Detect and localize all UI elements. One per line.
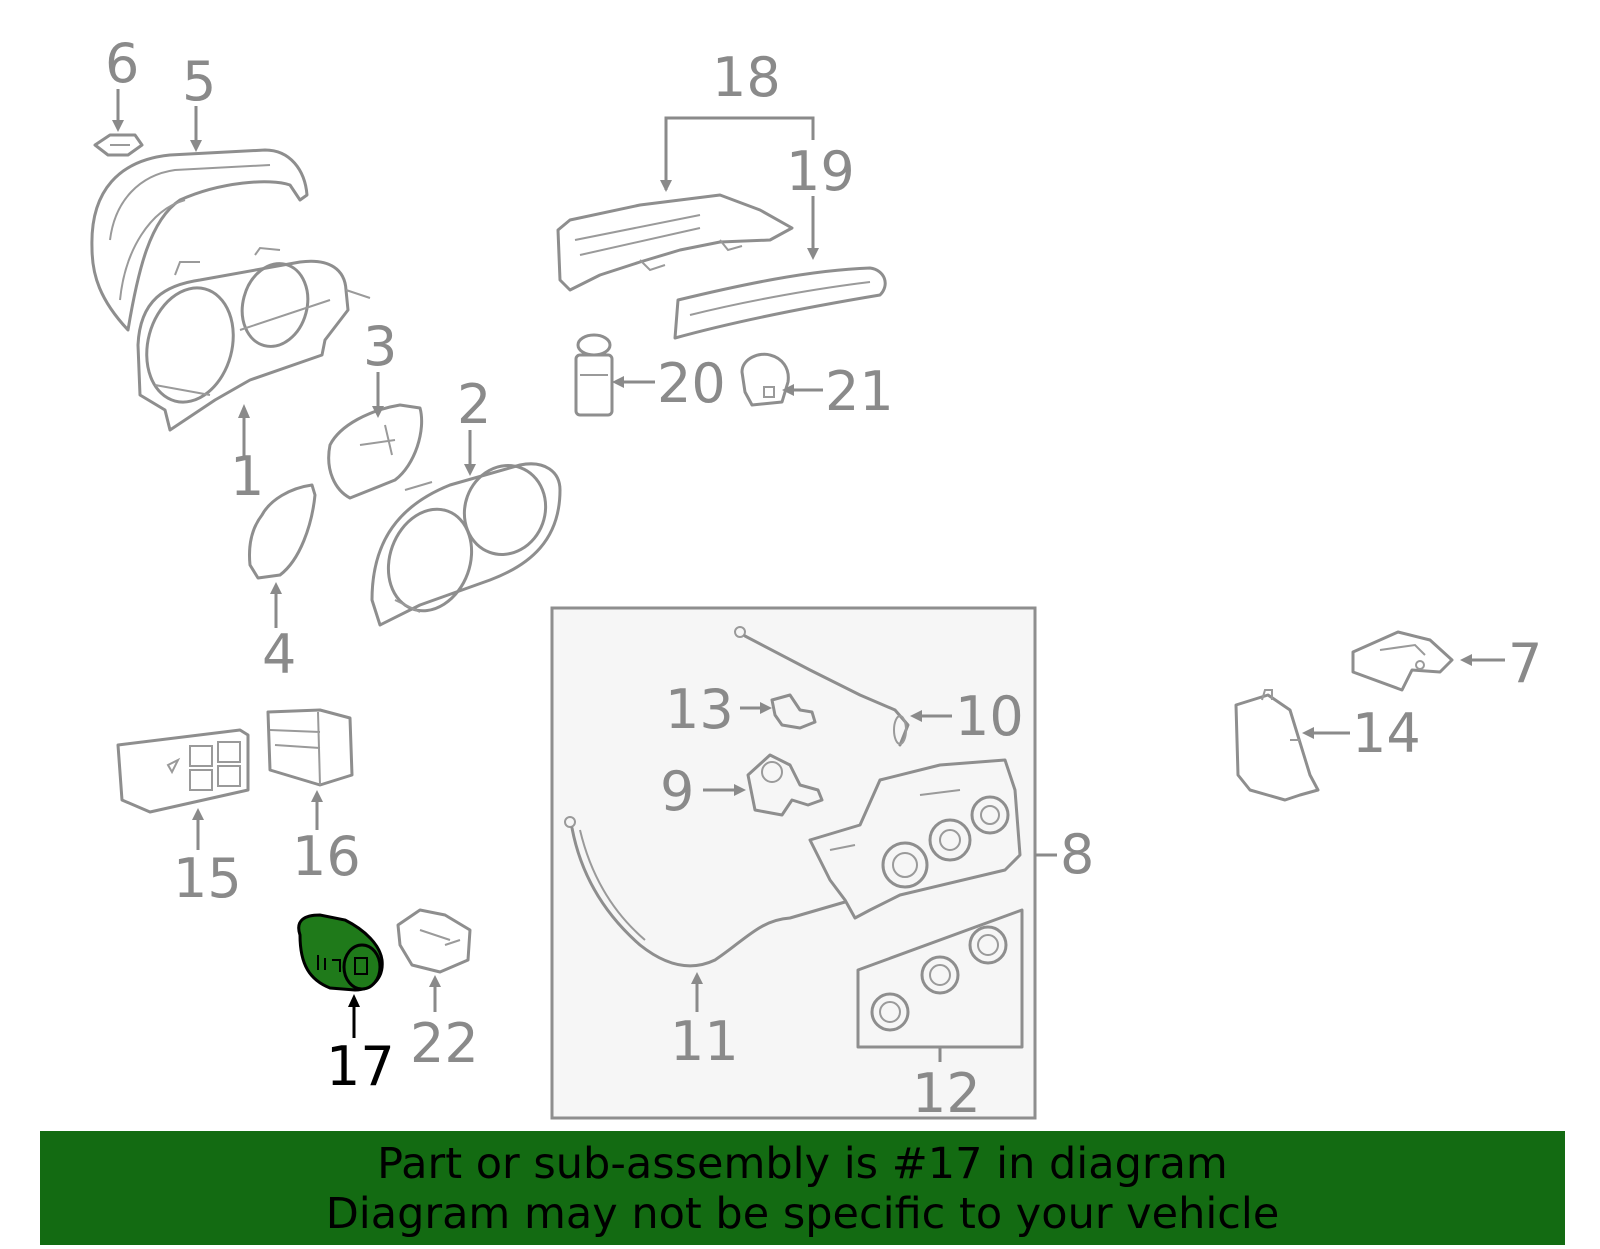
- part-22-connector[interactable]: [396, 908, 472, 974]
- callout-7[interactable]: 7: [1508, 632, 1542, 695]
- part-19-trim-strip[interactable]: [673, 266, 887, 340]
- banner-line-2: Diagram may not be specific to your vehi…: [325, 1189, 1280, 1239]
- callout-4[interactable]: 4: [262, 623, 296, 686]
- part-1-instrument-cluster[interactable]: [134, 246, 371, 432]
- callout-8[interactable]: 8: [1060, 823, 1094, 886]
- banner-line-1: Part or sub-assembly is #17 in diagram: [377, 1139, 1228, 1189]
- part-10-cable[interactable]: [734, 626, 910, 747]
- callout-3[interactable]: 3: [363, 315, 397, 378]
- part-21-button[interactable]: [740, 352, 790, 407]
- callout-9[interactable]: 9: [660, 760, 694, 823]
- part-11-cable[interactable]: [564, 816, 847, 968]
- part-7-bracket[interactable]: [1351, 630, 1454, 692]
- part-4-lens[interactable]: [248, 483, 317, 580]
- callout-labels: 6 5 18 19 3 20 21 2 1 4 7 13 10 14 9 8 1…: [105, 32, 1542, 1125]
- callout-15[interactable]: 15: [173, 847, 242, 910]
- callout-14[interactable]: 14: [1352, 702, 1421, 765]
- callout-13[interactable]: 13: [665, 678, 734, 741]
- part-9-blower-switch[interactable]: [746, 753, 824, 817]
- callout-18[interactable]: 18: [712, 46, 781, 109]
- callout-17[interactable]: 17: [326, 1035, 395, 1098]
- part-18-vent-bezel[interactable]: [556, 193, 794, 292]
- part-15-switch-panel[interactable]: [116, 728, 250, 814]
- part-16-connector[interactable]: [266, 708, 354, 787]
- part-14-module[interactable]: [1234, 689, 1320, 802]
- part-5-cluster-hood[interactable]: [90, 148, 309, 332]
- callout-6[interactable]: 6: [105, 32, 139, 95]
- part-3-gauge[interactable]: [327, 403, 424, 500]
- callout-12[interactable]: 12: [912, 1062, 981, 1125]
- part-17-ignition-switch[interactable]: [297, 913, 384, 992]
- callout-11[interactable]: 11: [670, 1010, 739, 1073]
- callout-20[interactable]: 20: [657, 352, 726, 415]
- part-2-bezel[interactable]: [370, 454, 562, 627]
- callout-19[interactable]: 19: [786, 140, 855, 203]
- part-12-knobs[interactable]: [856, 908, 1024, 1049]
- callout-16[interactable]: 16: [292, 825, 361, 888]
- callout-22[interactable]: 22: [410, 1012, 479, 1075]
- callout-10[interactable]: 10: [955, 685, 1024, 748]
- callout-21[interactable]: 21: [825, 360, 894, 423]
- callout-1[interactable]: 1: [230, 445, 264, 508]
- info-banner: Part or sub-assembly is #17 in diagram D…: [40, 1131, 1565, 1245]
- leader-lines: [112, 89, 1505, 1062]
- part-6-clip[interactable]: [93, 133, 144, 157]
- callout-5[interactable]: 5: [182, 50, 216, 113]
- part-8-hvac-control[interactable]: [808, 758, 1022, 920]
- part-20-switch[interactable]: [574, 333, 614, 417]
- hvac-inset-box: [550, 606, 1037, 1120]
- callout-2[interactable]: 2: [457, 373, 491, 436]
- part-13-sensor[interactable]: [770, 693, 817, 730]
